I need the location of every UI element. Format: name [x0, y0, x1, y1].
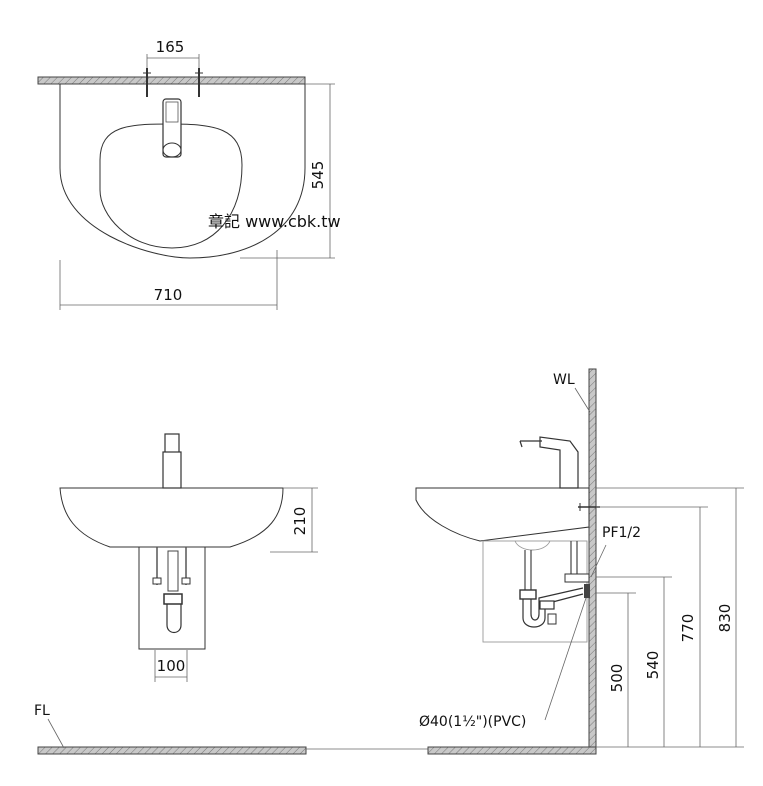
front-basin-outline: [59, 487, 284, 548]
top-bowl-outline: [99, 123, 243, 249]
top-basin-outline: [59, 84, 306, 259]
dim-depth: 545: [309, 161, 327, 190]
dim-pedestal-width: 100: [157, 657, 186, 675]
side-view: WL PF1/2 Ø40(1½")(PVC): [415, 368, 744, 755]
dim-830: 830: [716, 604, 734, 633]
watermark-text: 章記 www.cbk.tw: [208, 212, 341, 231]
side-wall: [588, 368, 597, 755]
front-faucet-body: [162, 451, 182, 489]
top-view: 165 545 710 章記 www.cbk.tw: [37, 38, 341, 310]
dim-basin-height: 210: [291, 507, 309, 536]
front-view: 210 100 FL: [34, 433, 318, 755]
side-p-trap: [522, 593, 584, 628]
floor-label: FL: [34, 703, 50, 719]
dim-770: 770: [679, 614, 697, 643]
wall-label: WL: [553, 372, 575, 388]
top-wall-plate: [37, 76, 306, 85]
supply-label: PF1/2: [602, 525, 641, 541]
side-floor: [427, 746, 597, 755]
front-faucet-spout: [164, 433, 180, 455]
side-wall-flange: [584, 584, 590, 598]
dim-540: 540: [644, 651, 662, 680]
front-floor: [37, 746, 307, 755]
side-faucet: [539, 436, 579, 489]
dim-faucet-spacing: 165: [156, 38, 185, 56]
dim-width: 710: [154, 286, 183, 304]
side-basin-outline: [415, 487, 590, 542]
drain-label: Ø40(1½")(PVC): [419, 714, 526, 730]
dim-500: 500: [608, 664, 626, 693]
